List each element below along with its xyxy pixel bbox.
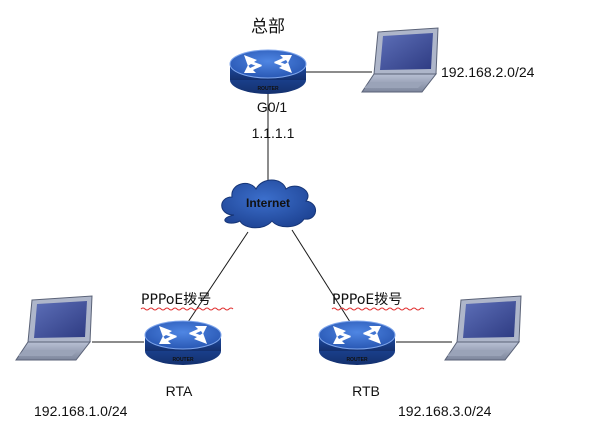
rta-lan-label: 192.168.1.0/24 [34,403,128,419]
rtb-laptop[interactable] [444,295,522,361]
rtb-router[interactable]: ROUTER [318,320,396,366]
rtb-router-caption: ROUTER [346,357,368,363]
laptop-icon [444,295,522,361]
rtb-lan-label: 192.168.3.0/24 [398,403,492,419]
rta-laptop[interactable] [15,295,93,361]
cloud-icon [221,179,316,229]
link-internet-rtb [291,229,353,326]
hq-interface-label: G0/1 [257,99,288,115]
internet-cloud: Internet [221,179,316,229]
hq-name-label: 总部 [251,17,285,37]
rtb-dial-squiggle [331,307,425,311]
rta-dial-squiggle [140,307,234,311]
links [92,71,452,343]
rta-router[interactable]: ROUTER [144,320,222,366]
hq-lan-label: 192.168.2.0/24 [441,64,535,80]
rta-name-label: RTA [166,383,193,399]
laptop-icon [15,295,93,361]
hq-router[interactable]: ROUTER [229,49,307,95]
hq-laptop[interactable] [361,27,439,93]
rta-dial-label: PPPoE拨号 [141,292,211,308]
hq-ip-label: 1.1.1.1 [252,125,295,141]
rta-router-caption: ROUTER [172,357,194,363]
hq-router-caption: ROUTER [257,86,279,92]
rtb-dial-label: PPPoE拨号 [332,292,402,308]
rtb-name-label: RTB [352,383,380,399]
link-internet-rta [185,231,249,326]
laptop-icon [361,27,439,93]
internet-label: Internet [246,196,290,210]
